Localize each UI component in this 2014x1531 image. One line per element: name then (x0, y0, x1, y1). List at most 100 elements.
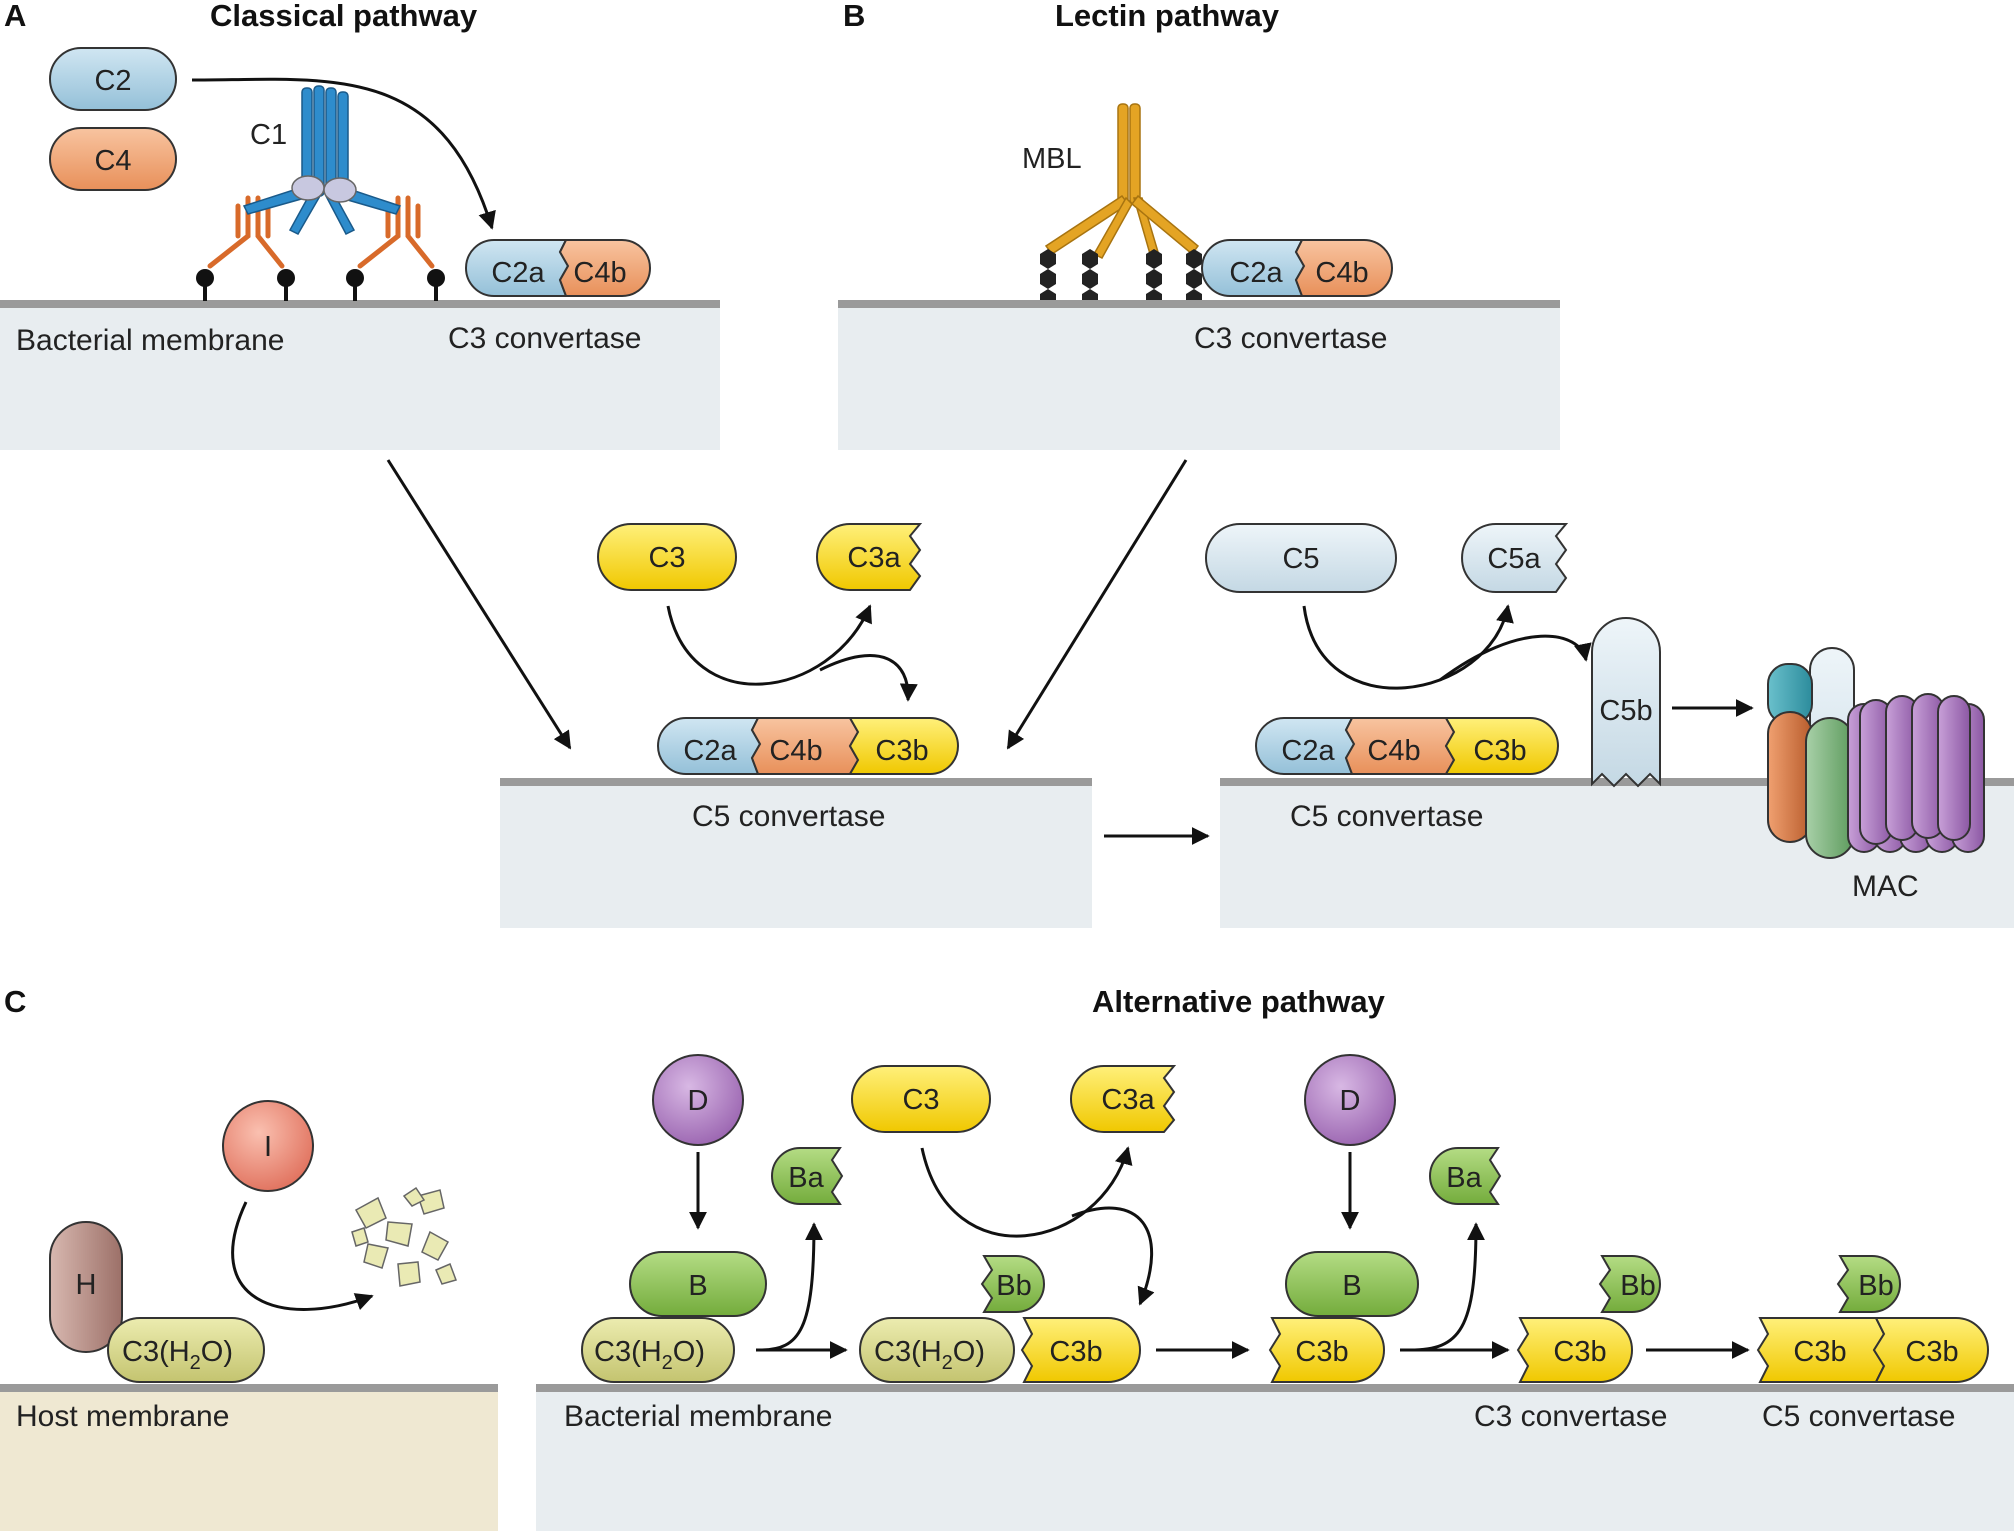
degraded-c3-fragments (351, 1186, 457, 1287)
c5-convertase-label-right: C5 convertase (1290, 800, 1483, 833)
c2a-c4b-c3b-complex-right: C2a C4b C3b (1255, 717, 1559, 775)
c3h2o-bacterial-1: C3(H2O) (581, 1317, 735, 1383)
c3b-c3-convertase: C3b (1516, 1317, 1633, 1383)
svg-text:I: I (264, 1131, 272, 1163)
c1-label: C1 (250, 119, 287, 151)
svg-text:C3a: C3a (1101, 1084, 1155, 1116)
i-factor: I (222, 1100, 314, 1192)
mbl-label: MBL (1022, 143, 1082, 175)
arrow-c3-cleavage-middle (666, 604, 872, 686)
membrane-alternative (536, 1384, 2014, 1531)
svg-text:C2a: C2a (1281, 735, 1335, 767)
membrane-host (0, 1384, 498, 1531)
svg-text:C5b: C5b (1599, 695, 1652, 727)
svg-text:Bb: Bb (1858, 1270, 1893, 1302)
svg-text:C5a: C5a (1487, 543, 1541, 575)
svg-text:C2a: C2a (491, 257, 545, 289)
arrow-classical-to-c5-convertase (386, 459, 572, 750)
c2a-c4b-complex-a: C2a C4b (465, 239, 651, 297)
arrow-c3b-deposition-alternative (1071, 1206, 1155, 1306)
c5-convertase-label-alternative: C5 convertase (1762, 1400, 1955, 1433)
svg-text:Bb: Bb (1620, 1270, 1655, 1302)
svg-text:C3b: C3b (1553, 1336, 1606, 1368)
membrane-a (0, 300, 720, 450)
arrow-i-inactivation (231, 1201, 374, 1311)
membrane-antigens-a (196, 269, 445, 301)
c4-molecule: C4 (49, 127, 177, 191)
svg-text:H: H (76, 1269, 97, 1301)
c2a-c4b-c3b-complex-middle: C2a C4b C3b (657, 717, 959, 775)
arrow-ba-release-2 (1409, 1222, 1485, 1352)
c1-complex (242, 85, 402, 235)
svg-text:C2: C2 (94, 65, 131, 97)
c5a-fragment: C5a (1461, 523, 1569, 593)
svg-text:C2a: C2a (1229, 257, 1283, 289)
svg-text:Ba: Ba (788, 1162, 824, 1194)
c5-convertase-label-middle: C5 convertase (692, 800, 885, 833)
svg-text:C3b: C3b (1473, 735, 1526, 767)
c3h2o-host: C3(H2O) (107, 1317, 265, 1383)
c3b-after-c3h2o: C3b (1020, 1317, 1141, 1383)
svg-text:C3b: C3b (1905, 1336, 1958, 1368)
bb-fragment-3: Bb (1836, 1255, 1901, 1313)
c3b-c3b-c5-convertase: C3b C3b (1756, 1317, 1989, 1383)
panel-letter-c: C (4, 984, 26, 1019)
svg-text:C2a: C2a (683, 735, 737, 767)
c3-convertase-label-a: C3 convertase (448, 322, 641, 355)
mbl-molecule (1044, 103, 1200, 259)
svg-text:C3b: C3b (1049, 1336, 1102, 1368)
c5-molecule: C5 (1205, 523, 1397, 593)
bacterial-membrane-label-c: Bacterial membrane (564, 1400, 832, 1433)
svg-text:B: B (688, 1270, 707, 1302)
svg-text:C4b: C4b (573, 257, 626, 289)
bb-fragment-2: Bb (1598, 1255, 1661, 1313)
svg-text:C3(H2O): C3(H2O) (874, 1336, 985, 1374)
svg-text:C3: C3 (648, 542, 685, 574)
svg-text:C3b: C3b (1793, 1336, 1846, 1368)
ba-fragment-2: Ba (1429, 1147, 1502, 1205)
d-factor-1: D (652, 1054, 744, 1146)
c3b-bound-b: C3b (1268, 1317, 1385, 1383)
c3h2o-bacterial-2: C3(H2O) (859, 1317, 1015, 1383)
svg-text:B: B (1342, 1270, 1361, 1302)
arrow-c5b-release (1439, 634, 1592, 682)
b-factor-2: B (1285, 1251, 1419, 1317)
bb-fragment-1: Bb (980, 1255, 1045, 1313)
svg-text:C4b: C4b (1367, 735, 1420, 767)
c3a-fragment-alternative: C3a (1070, 1065, 1177, 1133)
svg-text:C3: C3 (902, 1084, 939, 1116)
alternative-pathway-title: Alternative pathway (1092, 984, 1386, 1019)
mannose-sugars (1040, 249, 1202, 300)
bacterial-membrane-label-a: Bacterial membrane (16, 324, 284, 357)
svg-text:D: D (688, 1085, 709, 1117)
c2-molecule: C2 (49, 47, 177, 111)
arrow-ba-release-1 (759, 1222, 823, 1352)
d-factor-2: D (1304, 1054, 1396, 1146)
arrow-c2-to-c3-convertase (191, 77, 496, 230)
svg-text:C5: C5 (1282, 543, 1319, 575)
c3-molecule-middle: C3 (597, 523, 737, 591)
svg-text:C3(H2O): C3(H2O) (122, 1336, 233, 1374)
svg-text:C4b: C4b (1315, 257, 1368, 289)
c3-convertase-label-b: C3 convertase (1194, 322, 1387, 355)
svg-text:C3b: C3b (1295, 1336, 1348, 1368)
mac-label: MAC (1852, 870, 1919, 903)
membrane-b (838, 300, 1560, 450)
lectin-pathway-title: Lectin pathway (1055, 0, 1280, 33)
mac-complex (1767, 647, 1985, 859)
classical-pathway-title: Classical pathway (210, 0, 478, 33)
h-factor: H (49, 1221, 123, 1353)
svg-text:C3b: C3b (875, 735, 928, 767)
c5b-fragment: C5b (1591, 617, 1661, 788)
c3-molecule-alternative: C3 (851, 1065, 991, 1133)
svg-text:Bb: Bb (996, 1270, 1031, 1302)
svg-text:C4: C4 (94, 145, 131, 177)
b-factor-1: B (629, 1251, 767, 1317)
c3-convertase-label-alternative: C3 convertase (1474, 1400, 1667, 1433)
svg-text:Ba: Ba (1446, 1162, 1482, 1194)
membrane-c5-convertase (500, 778, 1092, 928)
panel-letter-b: B (843, 0, 865, 33)
svg-text:D: D (1340, 1085, 1361, 1117)
panel-letter-a: A (4, 0, 26, 33)
